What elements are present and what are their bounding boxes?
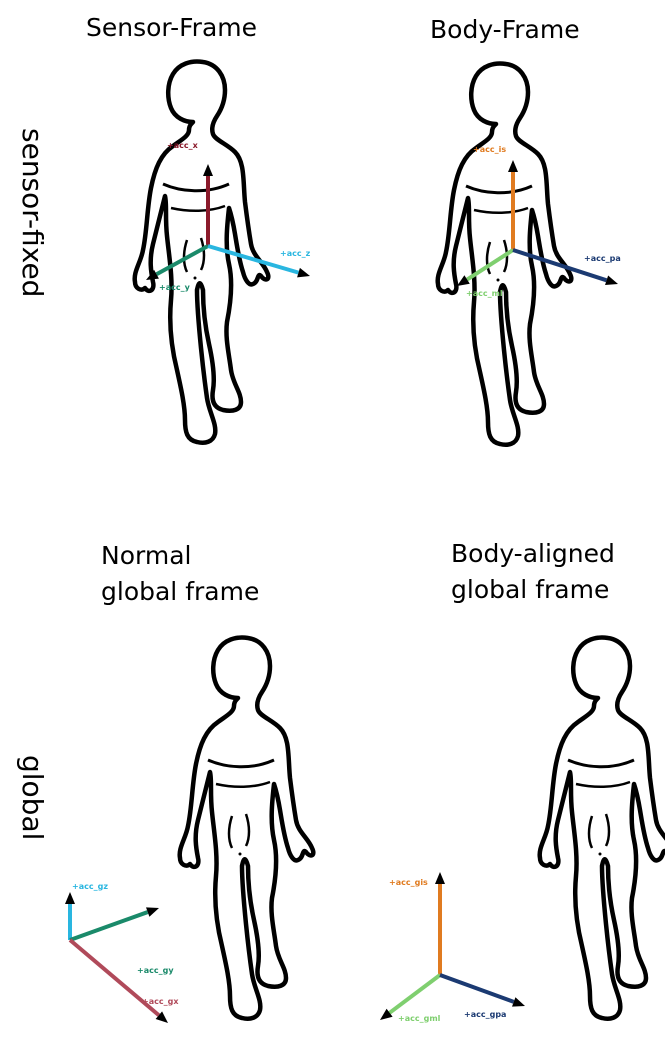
acc-z-axis-arrowhead bbox=[297, 268, 310, 278]
label-acc-pa: +acc_pa bbox=[584, 254, 621, 263]
label-acc-gis: +acc_gis bbox=[389, 878, 428, 887]
label-acc-gz: +acc_gz bbox=[72, 882, 108, 891]
acc-gis-axis bbox=[435, 872, 445, 975]
acc-gx-axis bbox=[70, 940, 168, 1023]
label-acc-gx: +acc_gx bbox=[142, 997, 179, 1006]
label-acc-gy: +acc_gy bbox=[137, 966, 174, 975]
label-acc-z: +acc_z bbox=[280, 249, 311, 258]
label-acc-ml: +acc_ml bbox=[466, 289, 503, 298]
label-acc-x: +acc_x bbox=[167, 141, 199, 150]
human-figure-sensor-frame bbox=[135, 62, 269, 443]
human-figure-normal-global bbox=[180, 638, 314, 1019]
label-acc-gml: +acc_gml bbox=[398, 1014, 441, 1023]
acc-gz-axis bbox=[65, 892, 75, 940]
acc-gy-axis-arrowhead bbox=[146, 907, 159, 916]
human-figure-body-aligned-global bbox=[540, 638, 665, 1019]
acc-gml-axis-line bbox=[390, 975, 440, 1013]
acc-gpa-axis-arrowhead bbox=[512, 997, 525, 1006]
acc-pa-axis-arrowhead bbox=[605, 276, 618, 286]
label-acc-y: +acc_y bbox=[159, 283, 191, 292]
acc-gy-axis-line bbox=[70, 912, 148, 940]
acc-gpa-axis-line bbox=[440, 975, 514, 1002]
acc-gis-axis-arrowhead bbox=[435, 872, 445, 884]
acc-gy-axis bbox=[70, 907, 159, 940]
label-acc-is: +acc_is bbox=[473, 145, 506, 154]
acc-gpa-axis bbox=[440, 975, 525, 1007]
acc-gz-axis-arrowhead bbox=[65, 892, 75, 904]
label-acc-gpa: +acc_gpa bbox=[464, 1010, 506, 1019]
